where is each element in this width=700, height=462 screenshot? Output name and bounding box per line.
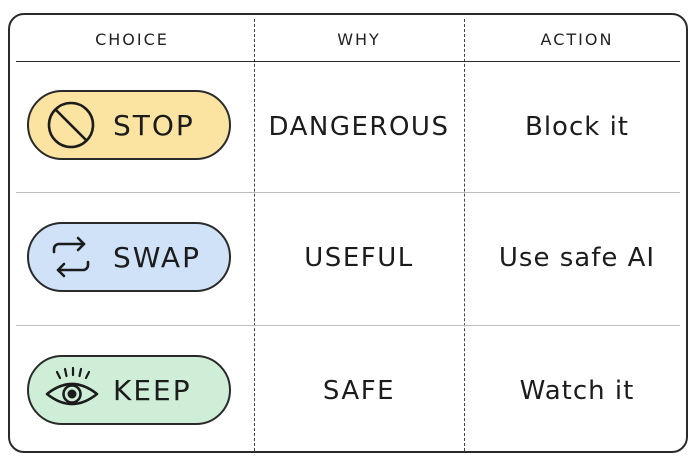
action-cell: Use safe AI [498, 243, 656, 273]
why-cell: USEFUL [304, 243, 414, 273]
column-divider [464, 19, 465, 451]
row-divider [16, 192, 680, 193]
prohibited-icon [43, 97, 99, 153]
choice-pill-stop: STOP [27, 90, 231, 160]
column-divider [254, 19, 255, 451]
header-action: ACTION [540, 30, 614, 49]
eye-icon [43, 362, 99, 418]
header-why: WHY [337, 30, 381, 49]
swap-arrows-icon [43, 229, 99, 285]
header-divider [16, 61, 680, 62]
choice-label: SWAP [113, 240, 201, 274]
action-cell: Block it [524, 112, 629, 142]
header-choice: CHOICE [95, 30, 169, 49]
choice-pill-swap: SWAP [27, 222, 231, 292]
choice-label: STOP [113, 108, 195, 142]
why-cell: SAFE [322, 376, 396, 406]
action-cell: Watch it [519, 376, 635, 406]
choice-pill-keep: KEEP [27, 355, 231, 425]
row-divider [16, 325, 680, 326]
choice-label: KEEP [113, 373, 192, 407]
why-cell: DANGEROUS [268, 112, 450, 142]
decision-table: CHOICE WHY ACTION STOP DANGEROUS Block i… [8, 13, 688, 453]
